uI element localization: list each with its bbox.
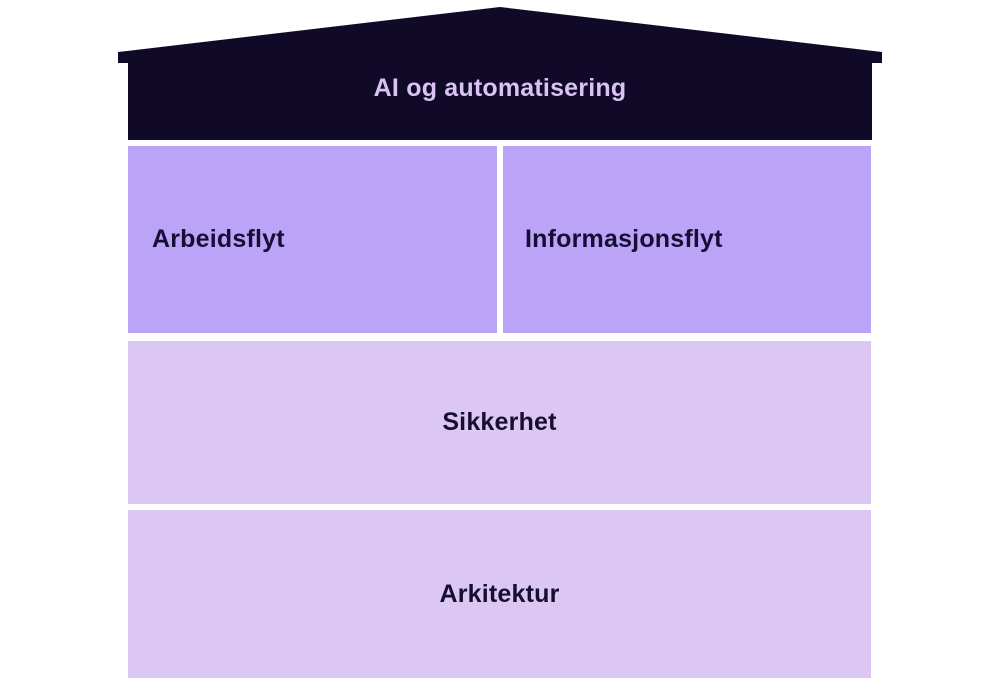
roof-title: AI og automatisering xyxy=(373,73,627,102)
box-informasjonsflyt-label: Informasjonsflyt xyxy=(525,225,723,253)
roof-polygon xyxy=(118,7,882,140)
box-arkitektur: Arkitektur xyxy=(128,510,871,678)
box-arbeidsflyt-label: Arbeidsflyt xyxy=(152,225,285,253)
box-arbeidsflyt: Arbeidsflyt xyxy=(128,146,497,333)
box-informasjonsflyt: Informasjonsflyt xyxy=(503,146,871,333)
box-arkitektur-label: Arkitektur xyxy=(439,579,560,608)
box-sikkerhet-label: Sikkerhet xyxy=(442,408,557,436)
box-sikkerhet: Sikkerhet xyxy=(128,341,871,504)
roof-shape xyxy=(118,7,882,140)
